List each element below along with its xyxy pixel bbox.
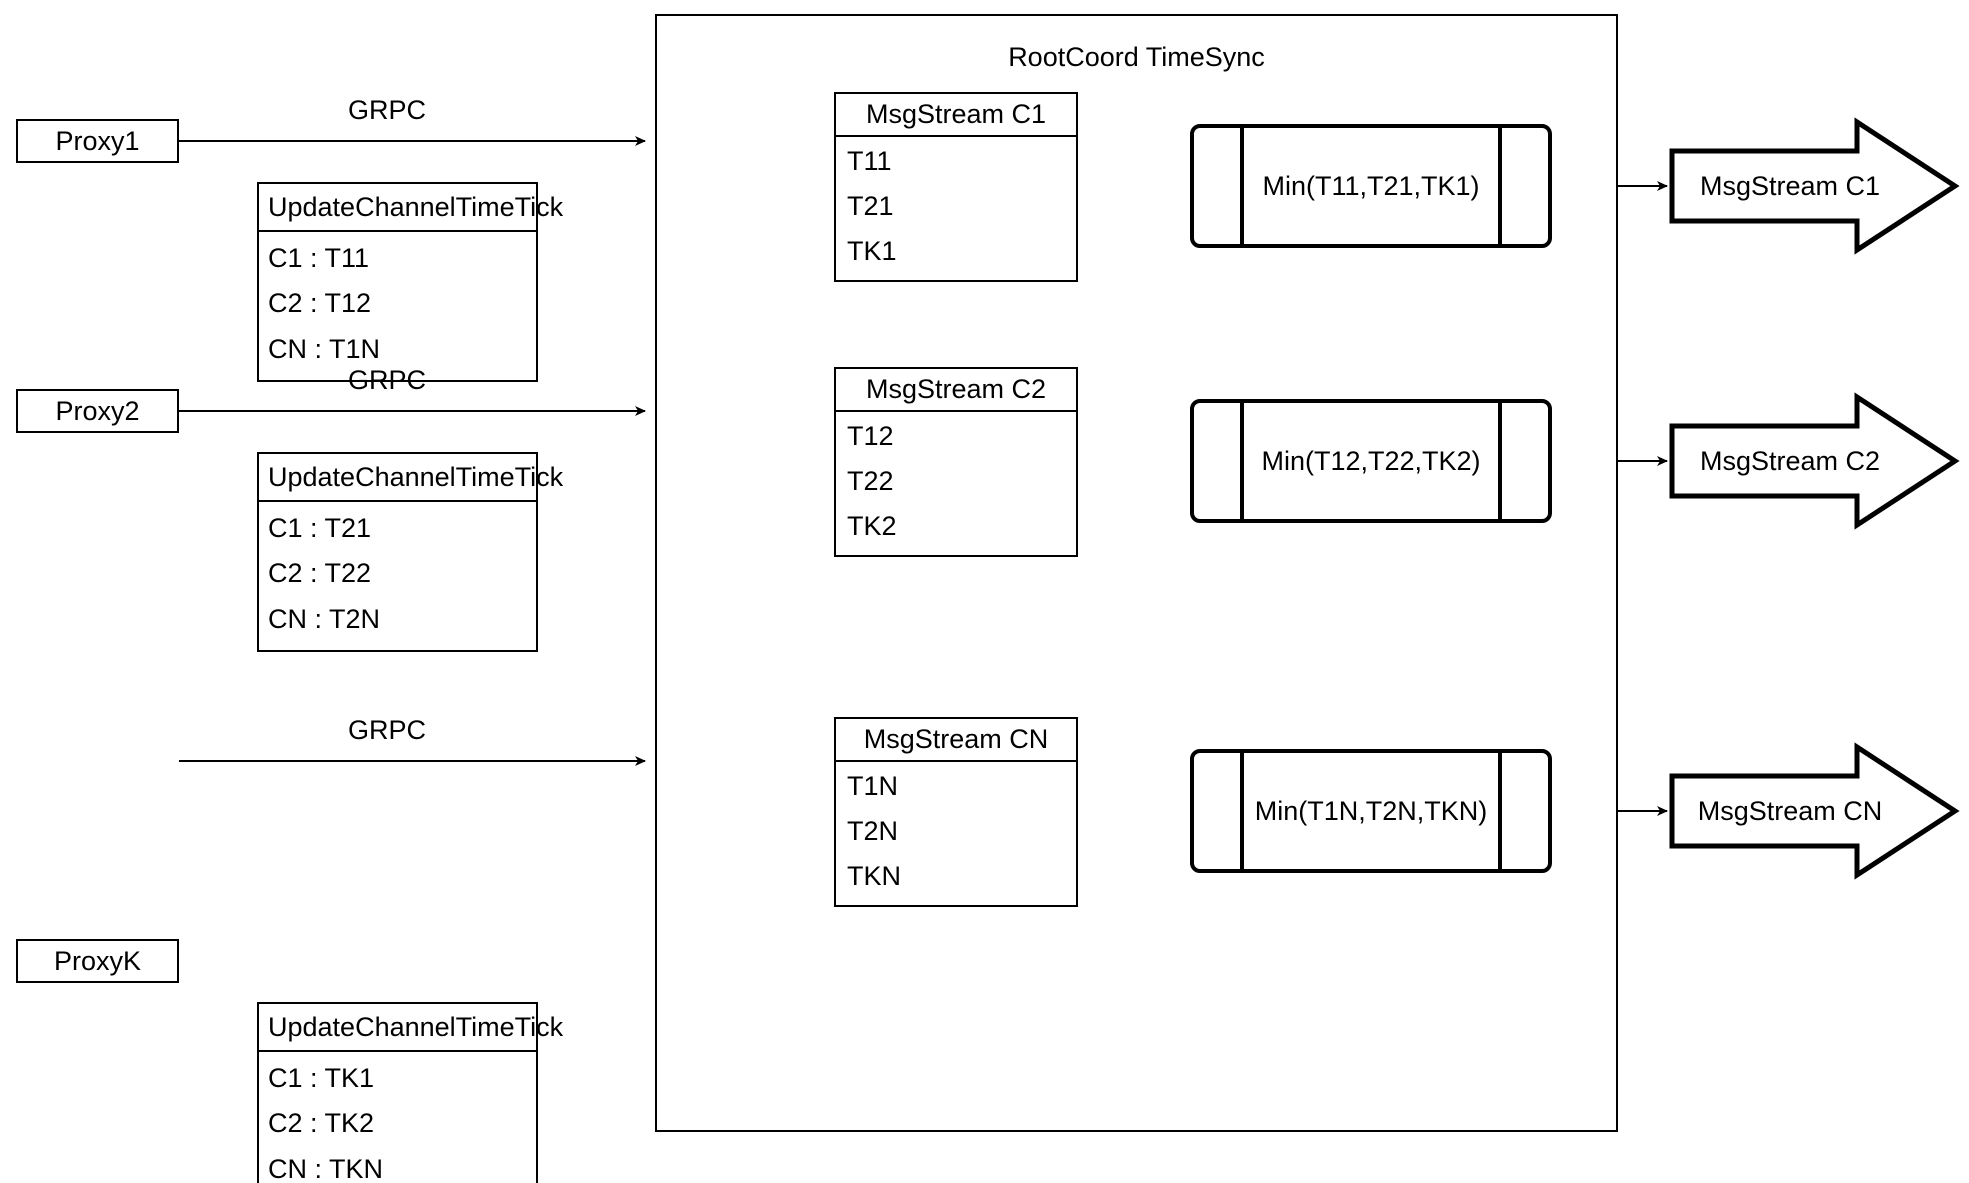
update-channel-timetick-table-1: UpdateChannelTimeTick C1 : T11 C2 : T12 … [257, 182, 563, 382]
msgstream-rows-1: T11 T21 TK1 [836, 137, 1076, 280]
msgstream-row: T2N [847, 816, 899, 846]
uct-rows-2: C1 : T21 C2 : T22 CN : T2N [259, 502, 536, 650]
uct-row: CN : T1N [268, 333, 381, 364]
uct-row: C2 : T22 [268, 558, 372, 589]
msgstream-title-3: MsgStream CN [836, 719, 1076, 762]
proxy-box-2[interactable]: Proxy2 [16, 389, 179, 433]
msgstream-row: T11 [847, 146, 892, 176]
process-bar-right [1498, 749, 1502, 873]
process-bar-left [1240, 749, 1244, 873]
grpc-label-1: GRPC [348, 95, 427, 125]
msgstream-title-1: MsgStream C1 [836, 94, 1076, 137]
msgstream-table-1: MsgStream C1 T11 T21 TK1 [834, 92, 1078, 282]
msgstream-table-2: MsgStream C2 T12 T22 TK2 [834, 367, 1078, 557]
min-label-2: Min(T12,T22,TK2) [1261, 445, 1481, 476]
uct-title-1: UpdateChannelTimeTick [259, 184, 563, 232]
msgstream-row: T1N [847, 771, 899, 801]
uct-rows-3: C1 : TK1 C2 : TK2 CN : TKN [259, 1052, 536, 1183]
uct-row: C1 : T11 [268, 243, 370, 274]
grpc-label-3: GRPC [348, 715, 427, 745]
output-arrow-1: MsgStream C1 [1665, 116, 1955, 256]
grpc-label-2: GRPC [348, 365, 427, 395]
msgstream-row: TK1 [847, 236, 897, 266]
update-channel-timetick-table-3: UpdateChannelTimeTick C1 : TK1 C2 : TK2 … [257, 1002, 563, 1183]
output-arrow-label-3: MsgStream CN [1697, 795, 1883, 826]
proxy-box-1[interactable]: Proxy1 [16, 119, 179, 163]
uct-row: C2 : TK2 [268, 1108, 375, 1139]
rootcoord-timesync-title: RootCoord TimeSync [1008, 41, 1265, 72]
min-process-box-3: Min(T1N,T2N,TKN) [1190, 749, 1552, 873]
msgstream-row: T22 [847, 466, 894, 496]
msgstream-table-3: MsgStream CN T1N T2N TKN [834, 717, 1078, 907]
proxy-label-1: Proxy1 [55, 125, 140, 156]
proxy-label-3: ProxyK [53, 945, 142, 976]
uct-title-3: UpdateChannelTimeTick [259, 1004, 563, 1052]
msgstream-rows-3: T1N T2N TKN [836, 762, 1076, 905]
min-label-3: Min(T1N,T2N,TKN) [1254, 795, 1488, 826]
process-bar-left [1240, 399, 1244, 523]
proxy-label-2: Proxy2 [55, 395, 140, 426]
uct-row: C1 : T21 [268, 513, 372, 544]
msgstream-row: T12 [847, 421, 894, 451]
output-arrow-3: MsgStream CN [1665, 741, 1955, 881]
process-bar-left [1240, 124, 1244, 248]
output-arrow-label-1: MsgStream C1 [1699, 170, 1881, 201]
uct-row: CN : T2N [268, 603, 381, 634]
msgstream-rows-2: T12 T22 TK2 [836, 412, 1076, 555]
min-process-box-2: Min(T12,T22,TK2) [1190, 399, 1552, 523]
uct-rows-1: C1 : T11 C2 : T12 CN : T1N [259, 232, 536, 380]
uct-row: CN : TKN [268, 1153, 384, 1183]
msgstream-row: T21 [847, 191, 894, 221]
uct-title-2: UpdateChannelTimeTick [259, 454, 563, 502]
output-arrow-label-2: MsgStream C2 [1699, 445, 1881, 476]
output-arrow-2: MsgStream C2 [1665, 391, 1955, 531]
msgstream-title-2: MsgStream C2 [836, 369, 1076, 412]
min-process-box-1: Min(T11,T21,TK1) [1190, 124, 1552, 248]
proxy-box-3[interactable]: ProxyK [16, 939, 179, 983]
update-channel-timetick-table-2: UpdateChannelTimeTick C1 : T21 C2 : T22 … [257, 452, 563, 652]
process-bar-right [1498, 124, 1502, 248]
msgstream-row: TK2 [847, 511, 897, 541]
process-bar-right [1498, 399, 1502, 523]
msgstream-row: TKN [847, 861, 901, 891]
min-label-1: Min(T11,T21,TK1) [1262, 170, 1480, 201]
uct-row: C2 : T12 [268, 288, 372, 319]
uct-row: C1 : TK1 [268, 1063, 375, 1094]
